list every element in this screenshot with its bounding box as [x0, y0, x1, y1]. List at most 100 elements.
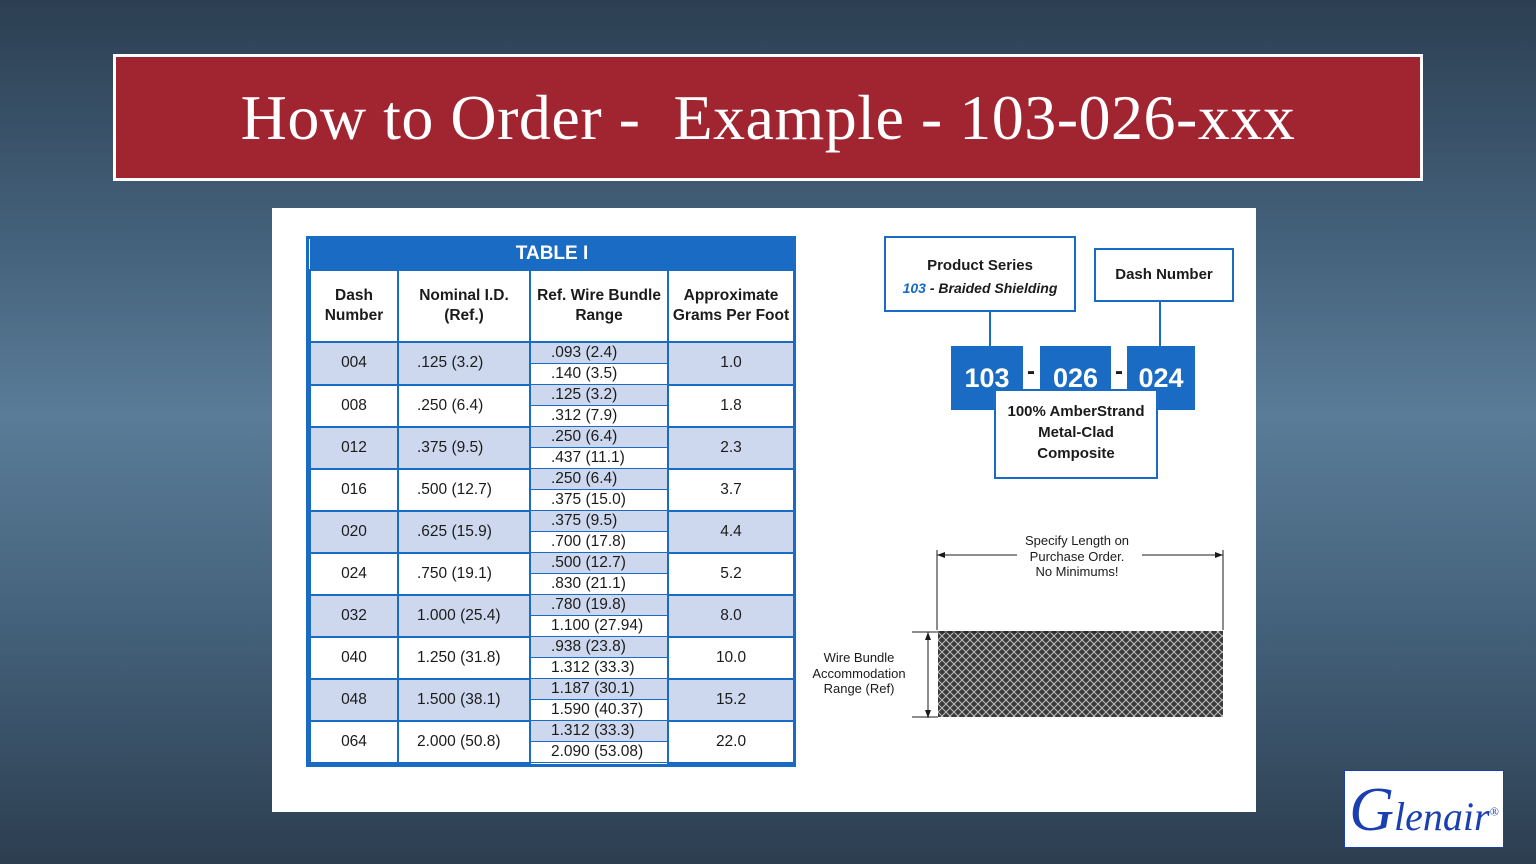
- grams-per-foot-cell: 2.3: [666, 425, 796, 470]
- part-dash-code: 024: [1127, 346, 1195, 410]
- dash-number-cell: 048: [309, 677, 399, 722]
- braid-length-drawing: [912, 550, 1224, 718]
- glenair-logo: Glenair®: [1344, 770, 1504, 848]
- dash-number-cell: 040: [309, 635, 399, 680]
- grams-per-foot-cell: 8.0: [666, 593, 796, 638]
- header-grams-per-foot: Approximate Grams Per Foot: [666, 269, 796, 343]
- separator: -: [1115, 358, 1123, 385]
- wire-range-min-cell: 1.187 (30.1): [529, 678, 669, 700]
- wire-range-min-cell: .250 (6.4): [529, 468, 669, 490]
- wire-note-line-3: Range (Ref): [823, 681, 895, 696]
- wire-range-min-cell: .938 (23.8): [529, 636, 669, 658]
- table-row: 020.625 (15.9).375 (9.5)4.4: [309, 509, 796, 554]
- table-row: 024.750 (19.1).500 (12.7)5.2: [309, 551, 796, 596]
- dash-number-cell: 004: [309, 341, 399, 386]
- table-caption: TABLE I: [310, 239, 795, 270]
- dash-number-box: Dash Number: [1094, 248, 1234, 302]
- dash-number-cell: 012: [309, 425, 399, 470]
- wire-range-min-cell: .250 (6.4): [529, 426, 669, 448]
- table-row: 1.100 (27.94): [310, 615, 794, 637]
- dash-number-cell: 032: [309, 593, 399, 638]
- connector-line: [989, 312, 991, 348]
- grams-per-foot-cell: 15.2: [666, 677, 796, 722]
- nominal-id-cell: 1.500 (38.1): [397, 677, 531, 722]
- dash-number-cell: 024: [309, 551, 399, 596]
- grams-per-foot-cell: 1.8: [666, 383, 796, 428]
- nominal-id-cell: 1.000 (25.4): [397, 593, 531, 638]
- header-nominal-id: Nominal I.D. (Ref.): [397, 269, 531, 343]
- wire-range-max-cell: 1.590 (40.37): [529, 699, 669, 721]
- product-series-desc-line: 103 - Braided Shielding: [886, 277, 1074, 299]
- length-note: Specify Length on Purchase Order. No Min…: [1002, 533, 1152, 580]
- wire-range-max-cell: 1.100 (27.94): [529, 615, 669, 637]
- wire-range-max-cell: 1.312 (33.3): [529, 657, 669, 679]
- wire-range-max-cell: 2.090 (53.08): [529, 741, 669, 763]
- product-series-code: 103: [902, 280, 926, 296]
- dash-number-cell: 064: [309, 719, 399, 764]
- table-row: 2.090 (53.08): [310, 741, 794, 763]
- nominal-id-cell: .500 (12.7): [397, 467, 531, 512]
- product-series-label: Product Series: [927, 257, 1033, 274]
- dash-number-label: Dash Number: [1115, 266, 1213, 283]
- wire-range-max-cell: .437 (11.1): [529, 447, 669, 469]
- nominal-id-cell: .625 (15.9): [397, 509, 531, 554]
- material-box: [994, 389, 1158, 479]
- nominal-id-cell: .750 (19.1): [397, 551, 531, 596]
- grams-per-foot-cell: 1.0: [666, 341, 796, 386]
- content-panel: TABLE I Dash Number Nominal I.D. (Ref.) …: [272, 208, 1256, 812]
- table-row: 1.590 (40.37): [310, 699, 794, 721]
- dash-number-table: TABLE I Dash Number Nominal I.D. (Ref.) …: [306, 236, 796, 767]
- table-row: 016.500 (12.7).250 (6.4)3.7: [309, 467, 796, 512]
- table-body: 004.125 (3.2).093 (2.4)1.0.140 (3.5)008.…: [309, 341, 796, 764]
- logo-wordmark: Glenair®: [1349, 779, 1499, 847]
- wire-range-min-cell: .125 (3.2): [529, 384, 669, 406]
- dash-number-cell: 016: [309, 467, 399, 512]
- grams-per-foot-cell: 10.0: [666, 635, 796, 680]
- grams-per-foot-cell: 4.4: [666, 509, 796, 554]
- nominal-id-cell: .125 (3.2): [397, 341, 531, 386]
- arrow-left-icon: [937, 552, 945, 558]
- wire-range-min-cell: .780 (19.8): [529, 594, 669, 616]
- wire-range-max-cell: .700 (17.8): [529, 531, 669, 553]
- product-series-desc: - Braided Shielding: [925, 280, 1058, 296]
- table-row: .312 (7.9): [310, 405, 794, 427]
- product-series-box: Product Series 103 - Braided Shielding: [884, 236, 1076, 312]
- table-row: 012.375 (9.5).250 (6.4)2.3: [309, 425, 796, 470]
- header-dash-number: Dash Number: [309, 269, 399, 343]
- length-note-line-3: No Minimums!: [1035, 564, 1119, 579]
- braided-sleeve-graphic: [938, 631, 1223, 717]
- table-row: .140 (3.5): [310, 363, 794, 385]
- table-row: 008.250 (6.4).125 (3.2)1.8: [309, 383, 796, 428]
- table-row: 004.125 (3.2).093 (2.4)1.0: [309, 341, 796, 386]
- wire-note-line-2: Accommodation: [812, 665, 906, 681]
- header-wire-range: Ref. Wire Bundle Range: [529, 269, 669, 343]
- dash-number-cell: 020: [309, 509, 399, 554]
- nominal-id-cell: 2.000 (50.8): [397, 719, 531, 764]
- wire-range-min-cell: .375 (9.5): [529, 510, 669, 532]
- logo-initial: G: [1349, 776, 1395, 844]
- logo-rest: lenair: [1394, 794, 1490, 839]
- grams-per-foot-cell: 22.0: [666, 719, 796, 764]
- arrow-right-icon: [1215, 552, 1223, 558]
- wire-range-max-cell: .830 (21.1): [529, 573, 669, 595]
- dash-number-cell: 008: [309, 383, 399, 428]
- grams-per-foot-cell: 3.7: [666, 467, 796, 512]
- length-note-line-1: Specify Length on: [1024, 533, 1130, 548]
- material-text: 100% AmberStrand Metal-Clad Composite: [994, 401, 1158, 464]
- wire-range-max-cell: .140 (3.5): [529, 363, 669, 385]
- wire-range-min-cell: 1.312 (33.3): [529, 720, 669, 742]
- arrow-up-icon: [925, 632, 931, 640]
- material-line-1: 100% AmberStrand: [1007, 403, 1145, 420]
- table-row: .830 (21.1): [310, 573, 794, 595]
- wire-range-note: Wire Bundle Accommodation Range (Ref): [800, 650, 918, 697]
- length-note-line-2: Purchase Order.: [1029, 548, 1125, 564]
- wire-range-min-cell: .093 (2.4): [529, 341, 669, 364]
- part-series-code: 103: [951, 346, 1023, 410]
- logo-mark: ®: [1489, 804, 1499, 819]
- title-banner: How to Order - Example - 103-026-xxx: [113, 54, 1423, 181]
- material-line-2: Metal-Clad: [1038, 424, 1114, 441]
